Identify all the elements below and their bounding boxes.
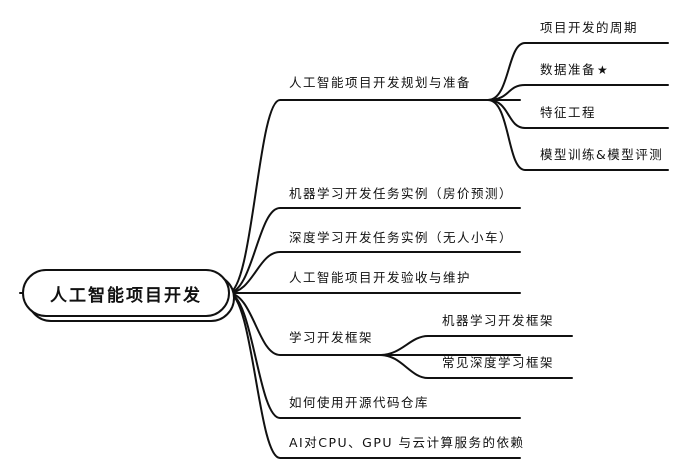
branch-label: 人工智能项目开发验收与维护 xyxy=(289,270,472,285)
root-node-label: 人工智能项目开发 xyxy=(50,285,202,306)
root-node[interactable]: 人工智能项目开发 xyxy=(22,269,230,317)
planning-sub-connector-3 xyxy=(487,99,669,171)
branch-connector-4 xyxy=(227,292,521,356)
subtopic-label: 常见深度学习框架 xyxy=(442,355,555,370)
branch-connector-1 xyxy=(227,207,521,294)
framework-sub-connector-0 xyxy=(379,335,573,356)
branch-label: AI对CPU、GPU 与云计算服务的依赖 xyxy=(289,435,525,450)
branch-label: 学习开发框架 xyxy=(289,330,374,345)
planning-sub-connector-0 xyxy=(487,42,669,101)
branch-label: 人工智能项目开发规划与准备 xyxy=(289,75,472,90)
subtopic-label: 数据准备 xyxy=(540,62,597,77)
branch-label: 如何使用开源代码仓库 xyxy=(289,395,430,410)
branch-frameworks[interactable]: 学习开发框架 xyxy=(289,330,373,346)
branch-label: 深度学习开发任务实例（无人小车） xyxy=(289,230,514,245)
subtopic-feature-engineering[interactable]: 特征工程 xyxy=(540,105,596,121)
star-icon: ★ xyxy=(597,63,610,77)
subtopic-label: 项目开发的周期 xyxy=(540,20,639,35)
branch-ml-example[interactable]: 机器学习开发任务实例（房价预测） xyxy=(289,186,513,202)
subtopic-data-prep[interactable]: 数据准备★ xyxy=(540,62,609,78)
branch-acceptance[interactable]: 人工智能项目开发验收与维护 xyxy=(289,270,471,286)
branch-connector-0 xyxy=(227,99,521,294)
planning-sub-connector-1 xyxy=(487,84,669,101)
mind-map-edges xyxy=(19,42,669,459)
subtopic-label: 模型训练&模型评测 xyxy=(540,147,664,162)
branch-compute-dependency[interactable]: AI对CPU、GPU 与云计算服务的依赖 xyxy=(289,435,525,451)
subtopic-dl-frameworks[interactable]: 常见深度学习框架 xyxy=(442,355,554,371)
planning-sub-connector-2 xyxy=(487,99,669,129)
branch-connector-2 xyxy=(227,251,521,294)
branch-label: 机器学习开发任务实例（房价预测） xyxy=(289,186,514,201)
subtopic-model-training-eval[interactable]: 模型训练&模型评测 xyxy=(540,147,663,163)
branch-connector-6 xyxy=(227,292,521,459)
subtopic-ml-frameworks[interactable]: 机器学习开发框架 xyxy=(442,313,554,329)
framework-sub-connector-1 xyxy=(379,354,573,379)
subtopic-label: 机器学习开发框架 xyxy=(442,313,555,328)
subtopic-label: 特征工程 xyxy=(540,105,597,120)
branch-dl-example[interactable]: 深度学习开发任务实例（无人小车） xyxy=(289,230,513,246)
branch-planning[interactable]: 人工智能项目开发规划与准备 xyxy=(289,75,471,91)
subtopic-project-cycle[interactable]: 项目开发的周期 xyxy=(540,20,638,36)
branch-open-source[interactable]: 如何使用开源代码仓库 xyxy=(289,395,429,411)
